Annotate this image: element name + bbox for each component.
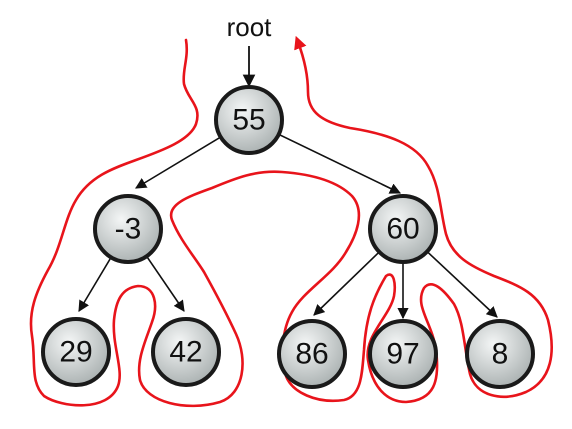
tree-node-55: 55	[214, 85, 284, 155]
tree-node-97: 97	[368, 319, 438, 389]
tree-node-60: 60	[368, 194, 438, 264]
tree-node-42: 42	[151, 317, 221, 387]
traversal-outline	[29, 35, 553, 408]
tree-node-8: 8	[465, 319, 535, 389]
node-label: 55	[232, 104, 265, 137]
node-label: 29	[59, 336, 92, 369]
tree-node-86: 86	[277, 319, 347, 389]
tree-node-minus3: -3	[93, 194, 163, 264]
root-label: root	[227, 12, 273, 42]
node-label: 60	[386, 213, 419, 246]
tree-node-29: 29	[41, 317, 111, 387]
node-label: 97	[386, 338, 419, 371]
node-label: 86	[295, 338, 328, 371]
node-label: -3	[115, 213, 142, 246]
node-label: 42	[169, 336, 202, 369]
node-label: 8	[492, 338, 509, 371]
